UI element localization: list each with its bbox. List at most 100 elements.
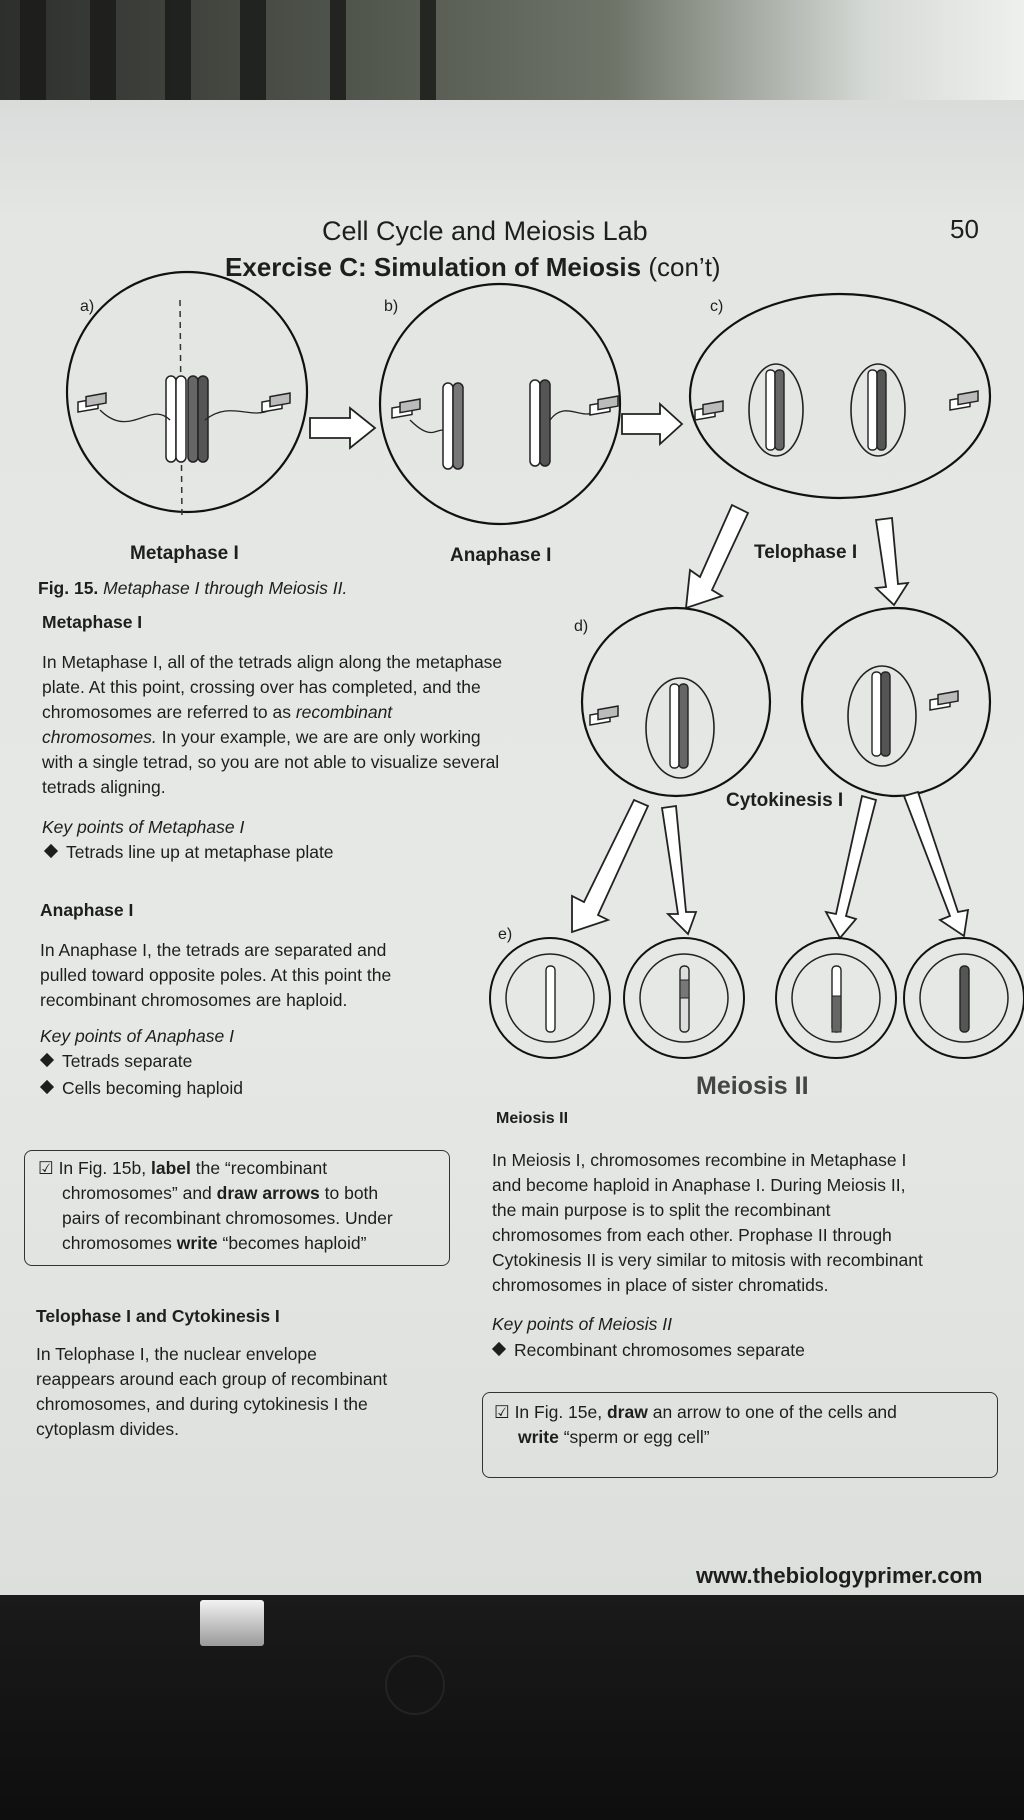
page-number: 50 bbox=[950, 214, 979, 244]
arrow-icon bbox=[309, 406, 377, 450]
anaphase-line: recombinant chromosomes are haploid. bbox=[40, 990, 348, 1010]
centrosome-icon bbox=[261, 392, 291, 413]
anaphase-line: pulled toward opposite poles. At this po… bbox=[40, 965, 392, 985]
figure-caption-text: Metaphase I through Meiosis II. bbox=[98, 578, 348, 598]
metaphase-line: chromosomes. In your example, we are are… bbox=[42, 727, 481, 747]
task-box-label-chromosomes bbox=[24, 1150, 450, 1266]
task2-line: ☑ In Fig. 15e, draw an arrow to one of t… bbox=[494, 1400, 897, 1425]
window-bar bbox=[165, 0, 191, 110]
meiosis2-line: and become haploid in Anaphase I. During… bbox=[492, 1175, 906, 1195]
task2-text: “sperm or egg cell” bbox=[558, 1427, 710, 1447]
exercise-title: Exercise C: Simulation of Meiosis (con’t… bbox=[225, 250, 721, 284]
arrow-icon bbox=[571, 798, 650, 934]
metaphase-line: tetrads aligning. bbox=[42, 777, 166, 797]
telophase-heading: Telophase I and Cytokinesis I bbox=[36, 1306, 280, 1326]
telophase-line: In Telophase I, the nuclear envelope bbox=[36, 1344, 317, 1364]
cell-d-right bbox=[800, 606, 992, 798]
telophase-line: reappears around each group of recombina… bbox=[36, 1369, 388, 1389]
arrow-icon bbox=[902, 790, 970, 938]
meiosis2-heading: Meiosis II bbox=[496, 1110, 569, 1127]
footer-url: www.thebiologyprimer.com bbox=[696, 1563, 983, 1588]
figure-letter-d: d) bbox=[574, 618, 589, 635]
centrosome-icon bbox=[589, 395, 619, 416]
meiosis2-line: the main purpose is to split the recombi… bbox=[492, 1200, 831, 1220]
course-title: Cell Cycle and Meiosis Lab bbox=[322, 216, 648, 246]
figure-caption: Fig. 15. Metaphase I through Meiosis II. bbox=[38, 576, 347, 601]
label-metaphase: Metaphase I bbox=[130, 543, 239, 564]
task1-line: chromosomes” and draw arrows to both bbox=[62, 1181, 378, 1206]
figure-caption-prefix: Fig. 15. bbox=[38, 578, 99, 598]
window-bar bbox=[330, 0, 346, 110]
key-point-text: Tetrads line up at metaphase plate bbox=[66, 842, 334, 862]
cell-b-anaphase bbox=[378, 282, 622, 526]
metaphase-line: In Metaphase I, all of the tetrads align… bbox=[42, 652, 503, 672]
task1-emphasis: label bbox=[150, 1158, 191, 1178]
anaphase-line: In Anaphase I, the tetrads are separated… bbox=[40, 940, 387, 960]
meiosis2-line: chromosomes from each other. Prophase II… bbox=[492, 1225, 892, 1245]
cell-e-3 bbox=[775, 937, 897, 1059]
centrosome-icon bbox=[77, 392, 107, 413]
arrow-icon bbox=[660, 804, 698, 936]
diamond-bullet-icon bbox=[39, 1052, 55, 1068]
task1-line: ☑ In Fig. 15b, label the “recombinant bbox=[38, 1156, 327, 1181]
centrosome-icon bbox=[694, 400, 724, 421]
checkbox-icon[interactable]: ☑ bbox=[38, 1158, 54, 1178]
meiosis2-key-points-title: Key points of Meiosis II bbox=[492, 1314, 672, 1334]
task1-emphasis: write bbox=[176, 1233, 218, 1253]
figure-letter-b: b) bbox=[384, 298, 399, 315]
meiosis2-line: Cytokinesis II is very similar to mitosi… bbox=[492, 1250, 923, 1270]
anaphase-key-point: Cells becoming haploid bbox=[38, 1076, 243, 1101]
laptop-button bbox=[385, 1655, 445, 1715]
telophase-line: cytoplasm divides. bbox=[36, 1419, 179, 1439]
cell-c-telophase bbox=[688, 292, 992, 500]
arrow-icon bbox=[684, 503, 750, 610]
anaphase-heading: Anaphase I bbox=[40, 900, 134, 920]
cell-e-1 bbox=[489, 937, 611, 1059]
diamond-bullet-icon bbox=[39, 1079, 55, 1095]
key-point-text: Tetrads separate bbox=[62, 1051, 193, 1071]
window-bar bbox=[240, 0, 266, 110]
centrosome-icon bbox=[929, 690, 959, 711]
label-telophase: Telophase I bbox=[754, 542, 858, 563]
metaphase-line: with a single tetrad, so you are not abl… bbox=[42, 752, 500, 772]
centrosome-icon bbox=[949, 390, 979, 411]
background-window bbox=[0, 0, 1024, 110]
figure-letter-c: c) bbox=[710, 298, 724, 315]
exercise-title-main: Exercise C: Simulation of Meiosis bbox=[225, 252, 642, 282]
meiosis2-line: In Meiosis I, chromosomes recombine in M… bbox=[492, 1150, 907, 1170]
arrow-icon bbox=[621, 401, 684, 447]
centrosome-icon bbox=[589, 705, 619, 726]
arrow-icon bbox=[824, 794, 878, 940]
metaphase-line: plate. At this point, crossing over has … bbox=[42, 677, 481, 697]
window-bar bbox=[20, 0, 46, 110]
centrosome-icon bbox=[391, 398, 421, 419]
task1-text: chromosomes bbox=[62, 1233, 177, 1253]
key-point-text: Cells becoming haploid bbox=[62, 1078, 243, 1098]
metaphase-heading: Metaphase I bbox=[42, 612, 143, 632]
checkbox-icon[interactable]: ☑ bbox=[494, 1402, 510, 1422]
cell-e-4 bbox=[903, 937, 1024, 1059]
arrow-icon bbox=[873, 516, 910, 607]
figure-letter-e: e) bbox=[498, 926, 513, 943]
metaphase-key-points-title: Key points of Metaphase I bbox=[42, 817, 245, 837]
task1-emphasis: draw arrows bbox=[216, 1183, 320, 1203]
window-bar bbox=[90, 0, 116, 110]
task1-text: to both bbox=[319, 1183, 379, 1203]
cell-e-2 bbox=[623, 937, 745, 1059]
cell-a-metaphase bbox=[65, 270, 309, 521]
label-meiosis-ii: Meiosis II bbox=[696, 1072, 809, 1100]
exercise-title-suffix: (con’t) bbox=[641, 252, 721, 282]
task2-line: write “sperm or egg cell” bbox=[518, 1425, 710, 1450]
label-cytokinesis: Cytokinesis I bbox=[726, 790, 844, 811]
task1-text: In Fig. 15b, bbox=[53, 1158, 151, 1178]
meiosis2-line: chromosomes in place of sister chromatid… bbox=[492, 1275, 829, 1295]
task-box-sperm-egg bbox=[482, 1392, 998, 1478]
diamond-bullet-icon bbox=[491, 1341, 507, 1357]
diamond-bullet-icon bbox=[43, 843, 59, 859]
task2-text: In Fig. 15e, bbox=[509, 1402, 607, 1422]
window-bar bbox=[420, 0, 436, 110]
task1-line: chromosomes write “becomes haploid” bbox=[62, 1231, 366, 1256]
task2-text: an arrow to one of the cells and bbox=[647, 1402, 897, 1422]
anaphase-key-points-title: Key points of Anaphase I bbox=[40, 1026, 234, 1046]
